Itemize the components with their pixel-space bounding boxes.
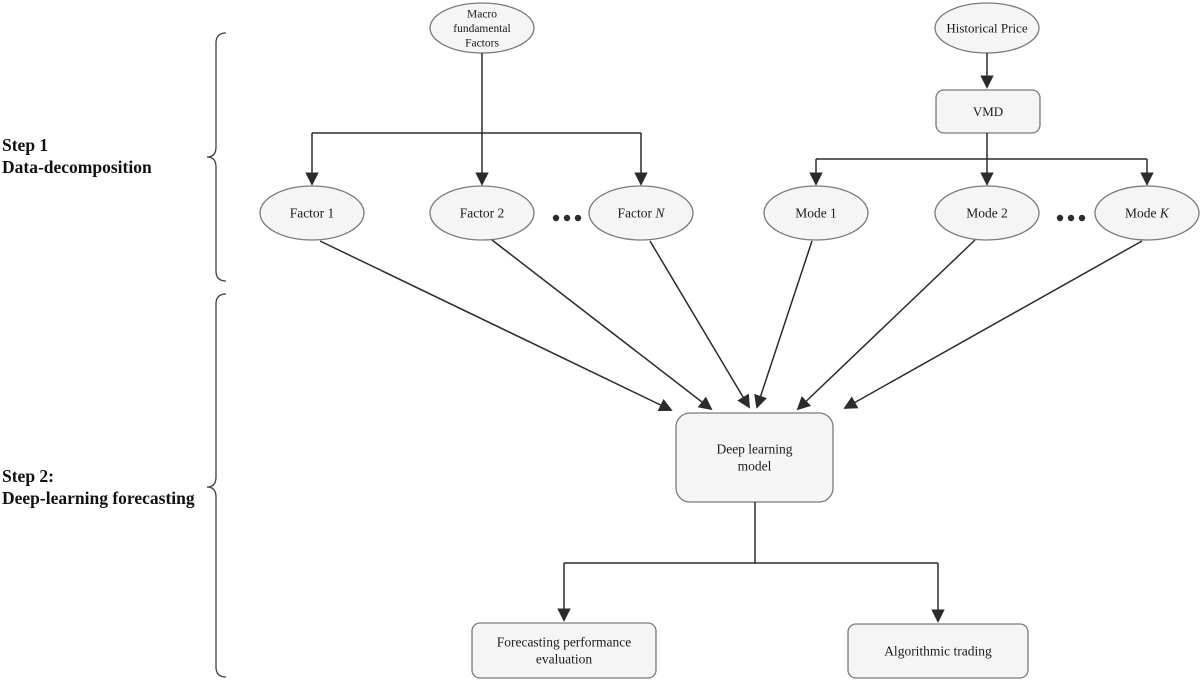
- factors-ellipsis-dot: [574, 214, 582, 222]
- factor-n-to-model-arrow: [649, 240, 750, 409]
- modes-ellipsis-dot: [1056, 214, 1064, 222]
- mode-2-label: Mode 2: [966, 206, 1008, 221]
- mode-1-node: Mode 1: [763, 185, 869, 241]
- mode-1-label: Mode 1: [795, 206, 837, 221]
- factors-ellipsis: [552, 214, 582, 222]
- algorithmic-trading-shape: [847, 623, 1029, 679]
- mode-1-shape: [763, 185, 869, 241]
- modes-ellipsis: [1056, 214, 1086, 222]
- step-2-label-brace: [206, 293, 227, 678]
- algorithmic-trading-node: Algorithmic trading: [847, 623, 1029, 679]
- deep-learning-model-shape: [675, 412, 834, 503]
- step-1-label-brace: [206, 32, 227, 282]
- mode-k-node: Mode K: [1094, 185, 1200, 241]
- factor-1-label: Factor 1: [290, 206, 335, 221]
- factor-2-label: Factor 2: [460, 206, 505, 221]
- historical-price-label: Historical Price: [946, 20, 1027, 35]
- vmd-shape: [935, 89, 1041, 134]
- factors-ellipsis-dot: [563, 214, 571, 222]
- mode-2-shape: [934, 185, 1040, 241]
- mode-2-node: Mode 2: [934, 185, 1040, 241]
- factor-2-shape: [429, 185, 535, 241]
- forecasting-performance-evaluation-shape: [471, 622, 657, 679]
- step-2-label-text: Step 2:Deep-learning forecasting: [2, 466, 195, 508]
- modes-ellipsis-dot: [1067, 214, 1075, 222]
- algorithmic-trading-label: Algorithmic trading: [884, 644, 992, 659]
- factor-2-node: Factor 2: [429, 185, 535, 241]
- factor-2-to-model-arrow: [491, 239, 713, 411]
- vmd-label: VMD: [973, 104, 1003, 119]
- factor-n-label: Factor N: [618, 206, 666, 221]
- factor-1-shape: [259, 185, 365, 241]
- factor-n-node: Factor N: [588, 185, 694, 241]
- factor-n-shape: [588, 185, 694, 241]
- factor-1-to-model-arrow: [319, 240, 673, 412]
- step-2-label: Step 2:Deep-learning forecasting: [2, 293, 227, 678]
- mode-k-label: Mode K: [1125, 206, 1170, 221]
- mode-k-shape: [1094, 185, 1200, 241]
- mode-k-to-model-arrow: [843, 240, 1143, 409]
- mode-2-to-model-arrow: [796, 239, 976, 411]
- vmd-node: VMD: [935, 89, 1041, 134]
- factors-ellipsis-dot: [552, 214, 560, 222]
- historical-price-node: Historical Price: [934, 2, 1040, 54]
- mode-1-to-model-arrow: [754, 240, 813, 409]
- factor-1-node: Factor 1: [259, 185, 365, 241]
- modes-ellipsis-dot: [1078, 214, 1086, 222]
